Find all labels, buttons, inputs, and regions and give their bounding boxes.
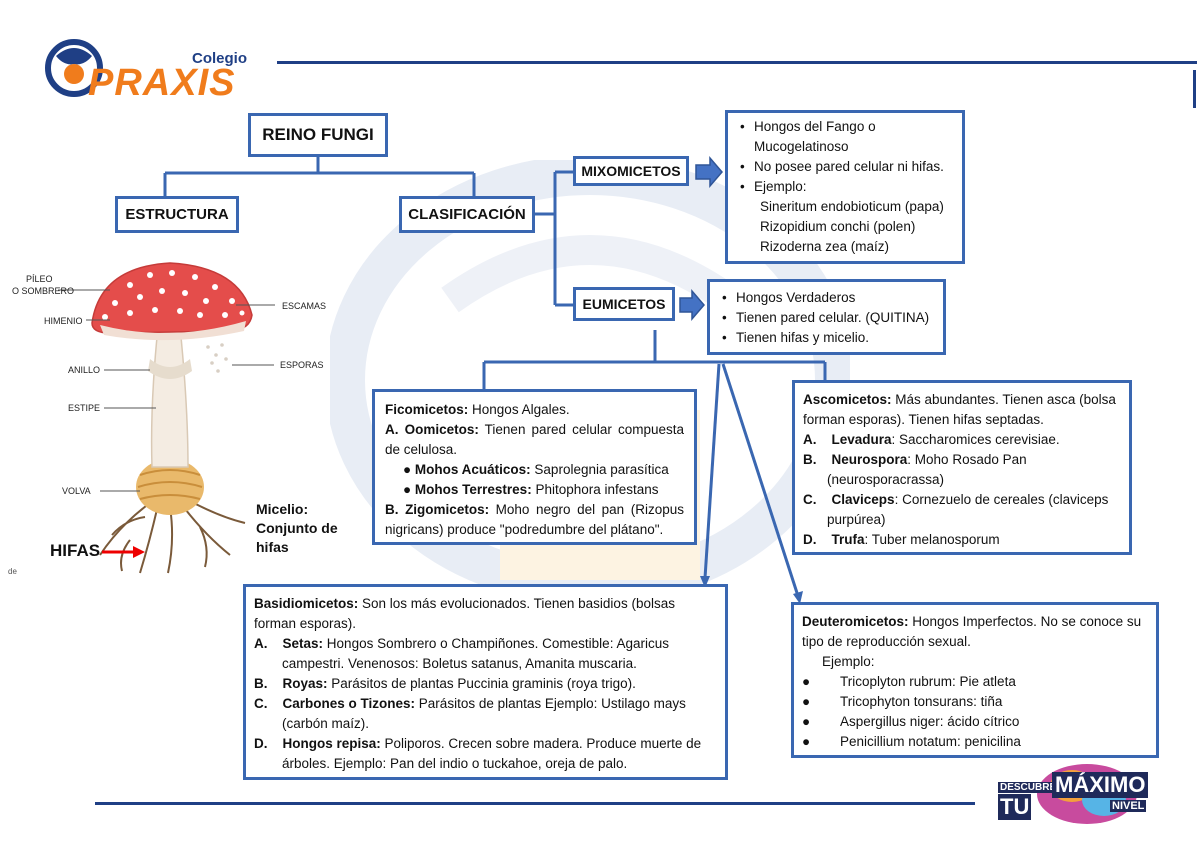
deu-i1: Tricoplyton rubrum: Pie atleta xyxy=(840,674,1016,689)
fic-h: Ficomicetos: xyxy=(385,402,469,417)
badge-line2: TU xyxy=(998,794,1032,820)
deu-i3: Aspergillus niger: ácido cítrico xyxy=(840,714,1020,729)
bas-d-t: Poliporos. Crecen sobre madera. Produce … xyxy=(282,736,702,771)
micelio-line3: hifas xyxy=(256,539,289,555)
label-esporas: ESPORAS xyxy=(280,360,324,370)
lion-icon xyxy=(45,39,103,97)
mixomicetos-label: MIXOMICETOS xyxy=(581,163,681,179)
fic-m1-t: Saprolegnia parasítica xyxy=(530,462,669,477)
label-volva: VOLVA xyxy=(62,486,91,496)
footer-badge: DESCUBRE TU MÁXIMO NIVEL xyxy=(992,760,1162,830)
estructura-label: ESTRUCTURA xyxy=(125,206,229,223)
label-hifas: HIFAS xyxy=(50,541,101,560)
deu-i4: Penicillium notatum: penicilina xyxy=(840,734,1021,749)
bas-c-t: Parásitos de plantas Ejemplo: Ustilago m… xyxy=(282,696,686,731)
logo-name: PRAXIS xyxy=(88,62,236,104)
asc-c-h: Claviceps xyxy=(831,492,895,507)
header-rule xyxy=(277,61,1197,64)
fic-m2-t: Phitophora infestans xyxy=(531,482,659,497)
asc-c-t: : Cornezuelo de cereales (claviceps purp… xyxy=(827,492,1109,527)
bas-c-h: Carbones o Tizones: xyxy=(282,696,416,711)
bas-b-t: Parásitos de plantas Puccinia graminis (… xyxy=(327,676,636,691)
label-pileo2: O SOMBRERO xyxy=(12,286,75,296)
mix-e1: Sineritum endobioticum (papa) xyxy=(760,199,944,214)
deu-h: Deuteromicetos: xyxy=(802,614,909,629)
label-pileo1: PÍLEO xyxy=(26,274,53,284)
footer-rule xyxy=(95,802,975,805)
title: REINO FUNGI xyxy=(262,125,374,144)
eumicetos-box: EUMICETOS xyxy=(573,287,675,321)
asc-d-h: Trufa xyxy=(831,532,865,547)
mix-b1: Hongos del Fango o xyxy=(754,119,876,134)
fic-ht: Hongos Algales. xyxy=(468,402,570,417)
eum-b1: Hongos Verdaderos xyxy=(722,288,935,308)
eum-b3: Tienen hifas y micelio. xyxy=(722,328,935,348)
asc-a-t: : Saccharomices cerevisiae. xyxy=(891,432,1060,447)
bas-a-t: Hongos Sombrero o Champiñones. Comestibl… xyxy=(282,636,669,671)
deu-i2: Tricophyton tonsurans: tiña xyxy=(840,694,1003,709)
fic-m2-h: Mohos Terrestres: xyxy=(414,482,532,497)
mix-b1b: Mucogelatinoso xyxy=(754,139,849,154)
label-himenio: HIMENIO xyxy=(44,316,83,326)
deu-ej: Ejemplo: xyxy=(822,654,875,669)
label-estipe: ESTIPE xyxy=(68,403,101,413)
bas-ht: Son los más evolucionados. Tienen basidi… xyxy=(254,596,675,631)
bas-a-h: Setas: xyxy=(282,636,324,651)
title-box: REINO FUNGI xyxy=(248,113,388,157)
mix-e2: Rizopidium conchi (polen) xyxy=(760,219,916,234)
eumicetos-details: Hongos Verdaderos Tienen pared celular. … xyxy=(707,279,946,355)
ficomicetos-box: Ficomicetos: Hongos Algales. A. Oomiceto… xyxy=(372,389,697,545)
asc-h: Ascomicetos: xyxy=(803,392,892,407)
eumicetos-label: EUMICETOS xyxy=(582,296,666,312)
bas-h: Basidiomicetos: xyxy=(254,596,359,611)
asc-d-t: : Tuber melanosporum xyxy=(864,532,1000,547)
bas-b-h: Royas: xyxy=(282,676,328,691)
mix-b3: Ejemplo: xyxy=(754,179,807,194)
logo: Colegio PRAXIS xyxy=(44,36,254,104)
eum-b2: Tienen pared celular. (QUITINA) xyxy=(722,308,935,328)
deuteromicetos-box: Deuteromicetos: Hongos Imperfectos. No s… xyxy=(791,602,1159,758)
badge-line1: DESCUBRE xyxy=(998,782,1059,793)
arrow-mixomicetos xyxy=(695,155,723,189)
fic-a-h: A. Oomicetos: xyxy=(385,422,479,437)
deu-ht: Hongos Imperfectos. No se conoce su tipo… xyxy=(802,614,1142,649)
bas-d-h: Hongos repisa: xyxy=(282,736,381,751)
fic-a-t: Tienen pared celular compuesta de celulo… xyxy=(385,422,684,457)
arrow-eumicetos xyxy=(679,288,705,322)
ascomicetos-box: Ascomicetos: Más abundantes. Tienen asca… xyxy=(792,380,1132,555)
basidiomicetos-box: Basidiomicetos: Son los más evolucionado… xyxy=(243,584,728,780)
asc-ht: Más abundantes. Tienen asca (bolsa forma… xyxy=(803,392,1116,427)
asc-a-h: Levadura xyxy=(831,432,892,447)
label-de: de xyxy=(8,567,17,576)
mixomicetos-box: MIXOMICETOS xyxy=(573,156,689,186)
badge-line4: NIVEL xyxy=(1110,800,1147,812)
label-micelio: Micelio: Conjunto de hifas xyxy=(256,500,338,557)
label-escamas: ESCAMAS xyxy=(282,301,327,311)
clasificacion-box: CLASIFICACIÓN xyxy=(399,196,535,233)
estructura-box: ESTRUCTURA xyxy=(115,196,239,233)
fic-m1-h: Mohos Acuáticos: xyxy=(414,462,531,477)
mushroom-illustration xyxy=(58,262,275,574)
header-rule-accent xyxy=(1193,70,1196,108)
fic-b-t: Moho negro del pan (Rizopus nigricans) p… xyxy=(385,502,684,537)
mix-b2: No posee pared celular ni hifas. xyxy=(754,159,944,174)
mix-e3: Rizoderna zea (maíz) xyxy=(760,239,890,254)
asc-b-h: Neurospora xyxy=(831,452,908,467)
badge-line3: MÁXIMO xyxy=(1052,772,1149,798)
mixomicetos-details: Hongos del Fango o Mucogelatinoso No pose… xyxy=(725,110,965,264)
fic-b-h: B. Zigomicetos: xyxy=(385,502,490,517)
clasificacion-label: CLASIFICACIÓN xyxy=(408,206,526,223)
micelio-line1: Micelio: xyxy=(256,501,309,517)
logo-colegio: Colegio xyxy=(192,50,247,67)
label-anillo: ANILLO xyxy=(68,365,101,375)
micelio-line2: Conjunto de xyxy=(256,520,338,536)
asc-b-t: : Moho Rosado Pan (neurosporacrassa) xyxy=(827,452,1027,487)
